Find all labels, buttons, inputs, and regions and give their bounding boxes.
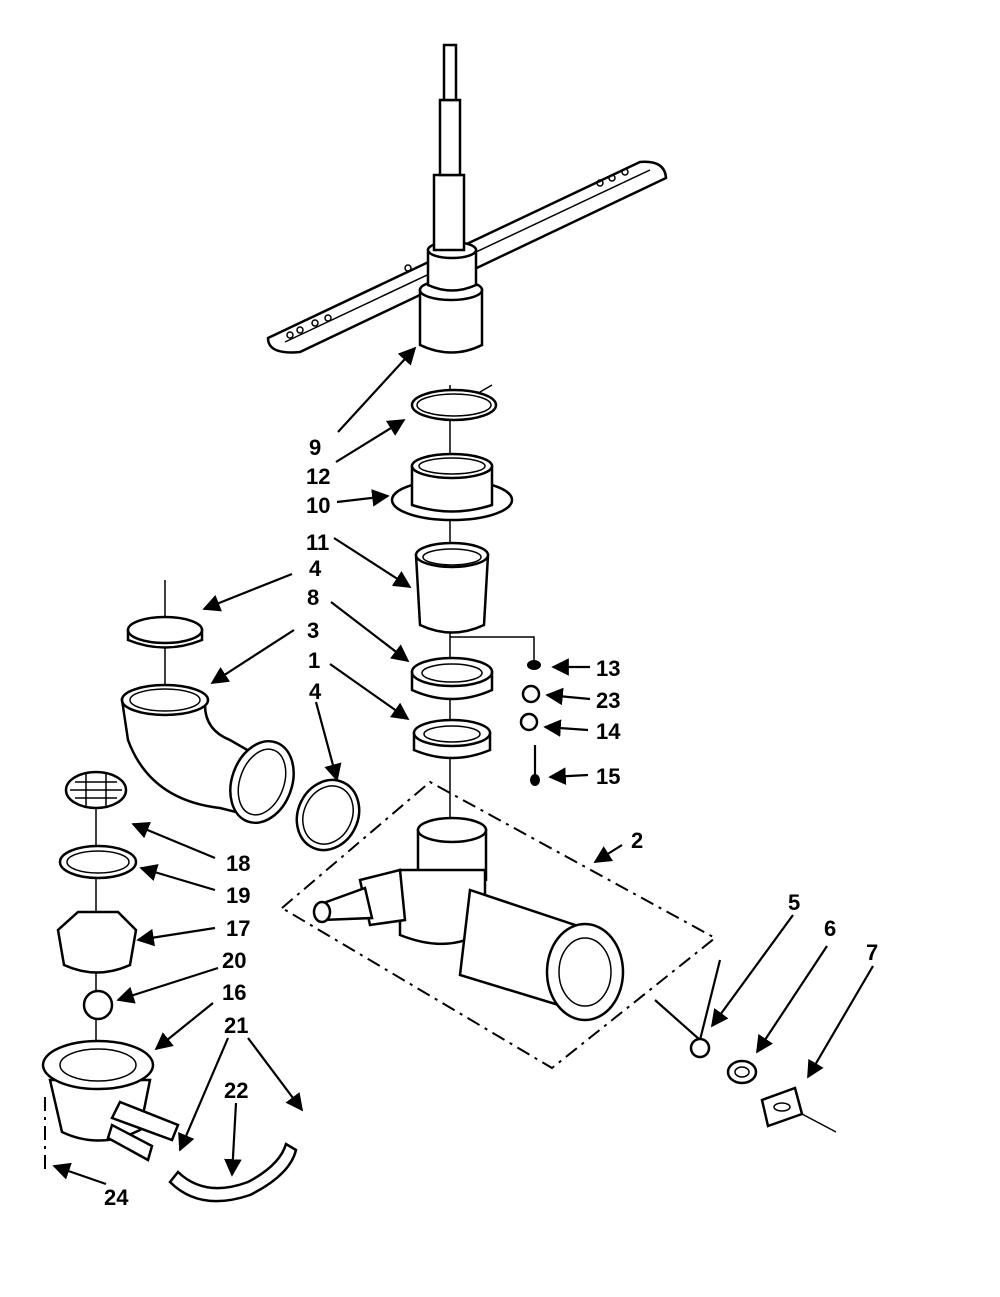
callout-17: 17 bbox=[226, 916, 250, 941]
callout-7: 7 bbox=[866, 940, 878, 965]
grate-part-18 bbox=[64, 770, 128, 810]
leader-lines bbox=[52, 346, 874, 1186]
ball-part-20 bbox=[82, 989, 114, 1021]
callout-16: 16 bbox=[222, 980, 246, 1005]
callout-14: 14 bbox=[596, 719, 621, 744]
callout-15: 15 bbox=[596, 764, 620, 789]
seal-part-8 bbox=[410, 656, 494, 701]
hose-part-22 bbox=[168, 1142, 298, 1203]
callout-19: 19 bbox=[226, 883, 250, 908]
washer-part-23 bbox=[521, 684, 541, 704]
callout-22: 22 bbox=[224, 1078, 248, 1103]
callout-13: 13 bbox=[596, 656, 620, 681]
filter-part-17 bbox=[56, 910, 138, 974]
callout-21: 21 bbox=[224, 1013, 248, 1038]
plate-part-7 bbox=[760, 1086, 837, 1133]
cup-part bbox=[414, 541, 490, 634]
callout-6: 6 bbox=[824, 916, 836, 941]
callout-20: 20 bbox=[222, 948, 246, 973]
callout-5: 5 bbox=[788, 890, 800, 915]
callout-12: 12 bbox=[306, 464, 330, 489]
seal-part-1 bbox=[412, 718, 492, 760]
spray-arm-part bbox=[266, 43, 668, 354]
callout-3: 3 bbox=[307, 618, 319, 643]
pump-assembly-outline bbox=[280, 780, 717, 1070]
nut-part-13 bbox=[527, 660, 541, 670]
callout-4-upper: 4 bbox=[309, 556, 322, 581]
callout-18: 18 bbox=[226, 851, 250, 876]
callout-2: 2 bbox=[631, 828, 643, 853]
elbow-part-3 bbox=[120, 683, 295, 825]
pump-motor-part bbox=[312, 816, 625, 1022]
bracket-part-5 bbox=[654, 959, 722, 1059]
bushing-part-6 bbox=[726, 1059, 758, 1085]
callout-10: 10 bbox=[306, 493, 330, 518]
callout-4-lower: 4 bbox=[309, 679, 322, 704]
screw-part-15 bbox=[530, 745, 540, 786]
gasket-part-14 bbox=[519, 712, 539, 732]
retaining-ring-part bbox=[410, 384, 498, 422]
clamp-part-4-upper bbox=[126, 615, 204, 649]
collar-part bbox=[390, 452, 514, 522]
ring-part-19 bbox=[58, 844, 138, 880]
callout-1: 1 bbox=[308, 648, 320, 673]
leader-13-bracket bbox=[450, 636, 535, 660]
callout-labels: 9 12 10 11 4 8 13 3 1 23 14 4 15 2 18 19… bbox=[104, 435, 878, 1210]
clamp-part-4-lower bbox=[295, 778, 361, 852]
callout-11: 11 bbox=[306, 530, 329, 555]
callout-24: 24 bbox=[104, 1185, 129, 1210]
sump-part-16 bbox=[41, 1039, 180, 1162]
callout-9: 9 bbox=[309, 435, 321, 460]
callout-8: 8 bbox=[307, 585, 319, 610]
callout-23: 23 bbox=[596, 688, 620, 713]
